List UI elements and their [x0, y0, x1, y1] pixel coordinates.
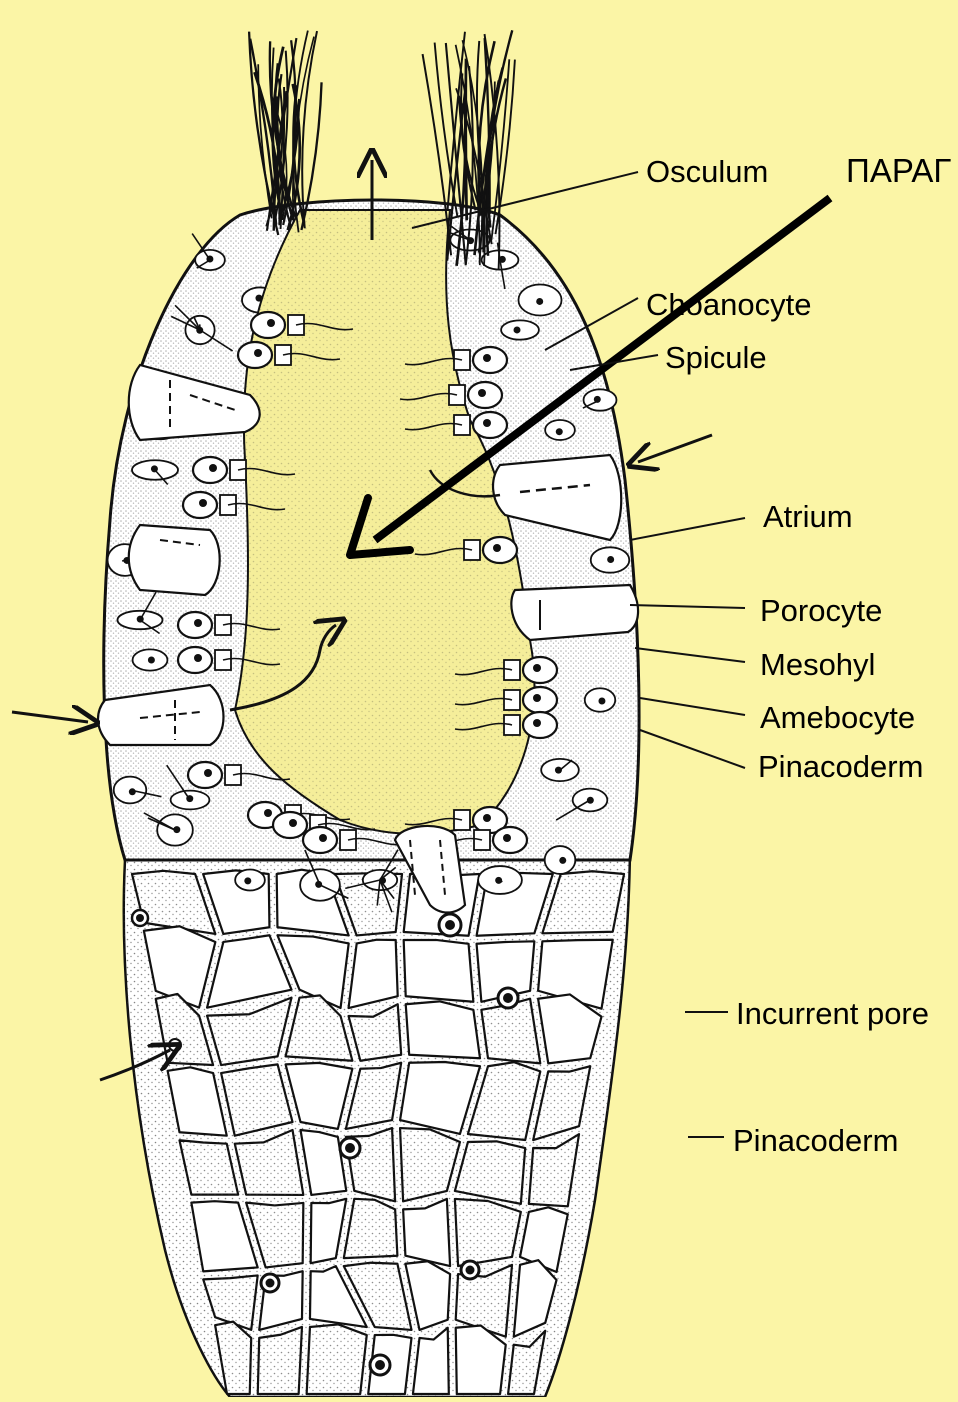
label-atrium: Atrium [763, 499, 853, 534]
cell-nucleus [607, 556, 614, 563]
cell-stipple [307, 1324, 367, 1394]
annotation-text: ΠΑΡΑΓ [846, 152, 952, 189]
cell-nucleus [559, 857, 566, 864]
flagellum [466, 59, 467, 221]
label-osculum: Osculum [646, 154, 768, 189]
cell-stipple [455, 1199, 521, 1266]
label-spicule: Spicule [665, 340, 767, 375]
lower-body [124, 840, 630, 1397]
pinacocyte-cell [403, 1199, 450, 1266]
label-choanocyte: Choanocyte [646, 287, 811, 322]
pinacocyte-cell [406, 1001, 480, 1058]
label-porocyte: Porocyte [760, 593, 882, 628]
cell-nucleus [148, 656, 155, 663]
label-pinacoderm-upper: Pinacoderm [758, 749, 923, 784]
cell-nucleus [536, 298, 543, 305]
cell-nucleus [244, 877, 251, 884]
cell-nucleus [556, 428, 563, 435]
label-incurrent-pore: Incurrent pore [736, 996, 929, 1031]
pinacocyte-cell [349, 940, 398, 1008]
flagellum [302, 31, 317, 228]
label-pinacoderm-lower: Pinacoderm [733, 1123, 898, 1158]
cell-nucleus [587, 797, 594, 804]
cell-nucleus [598, 697, 605, 704]
label-mesohyl: Mesohyl [760, 647, 875, 682]
cell-process [122, 560, 125, 561]
cell-nucleus [514, 326, 521, 333]
pinacocyte-cell [404, 940, 474, 1002]
label-amebocyte: Amebocyte [760, 700, 915, 735]
